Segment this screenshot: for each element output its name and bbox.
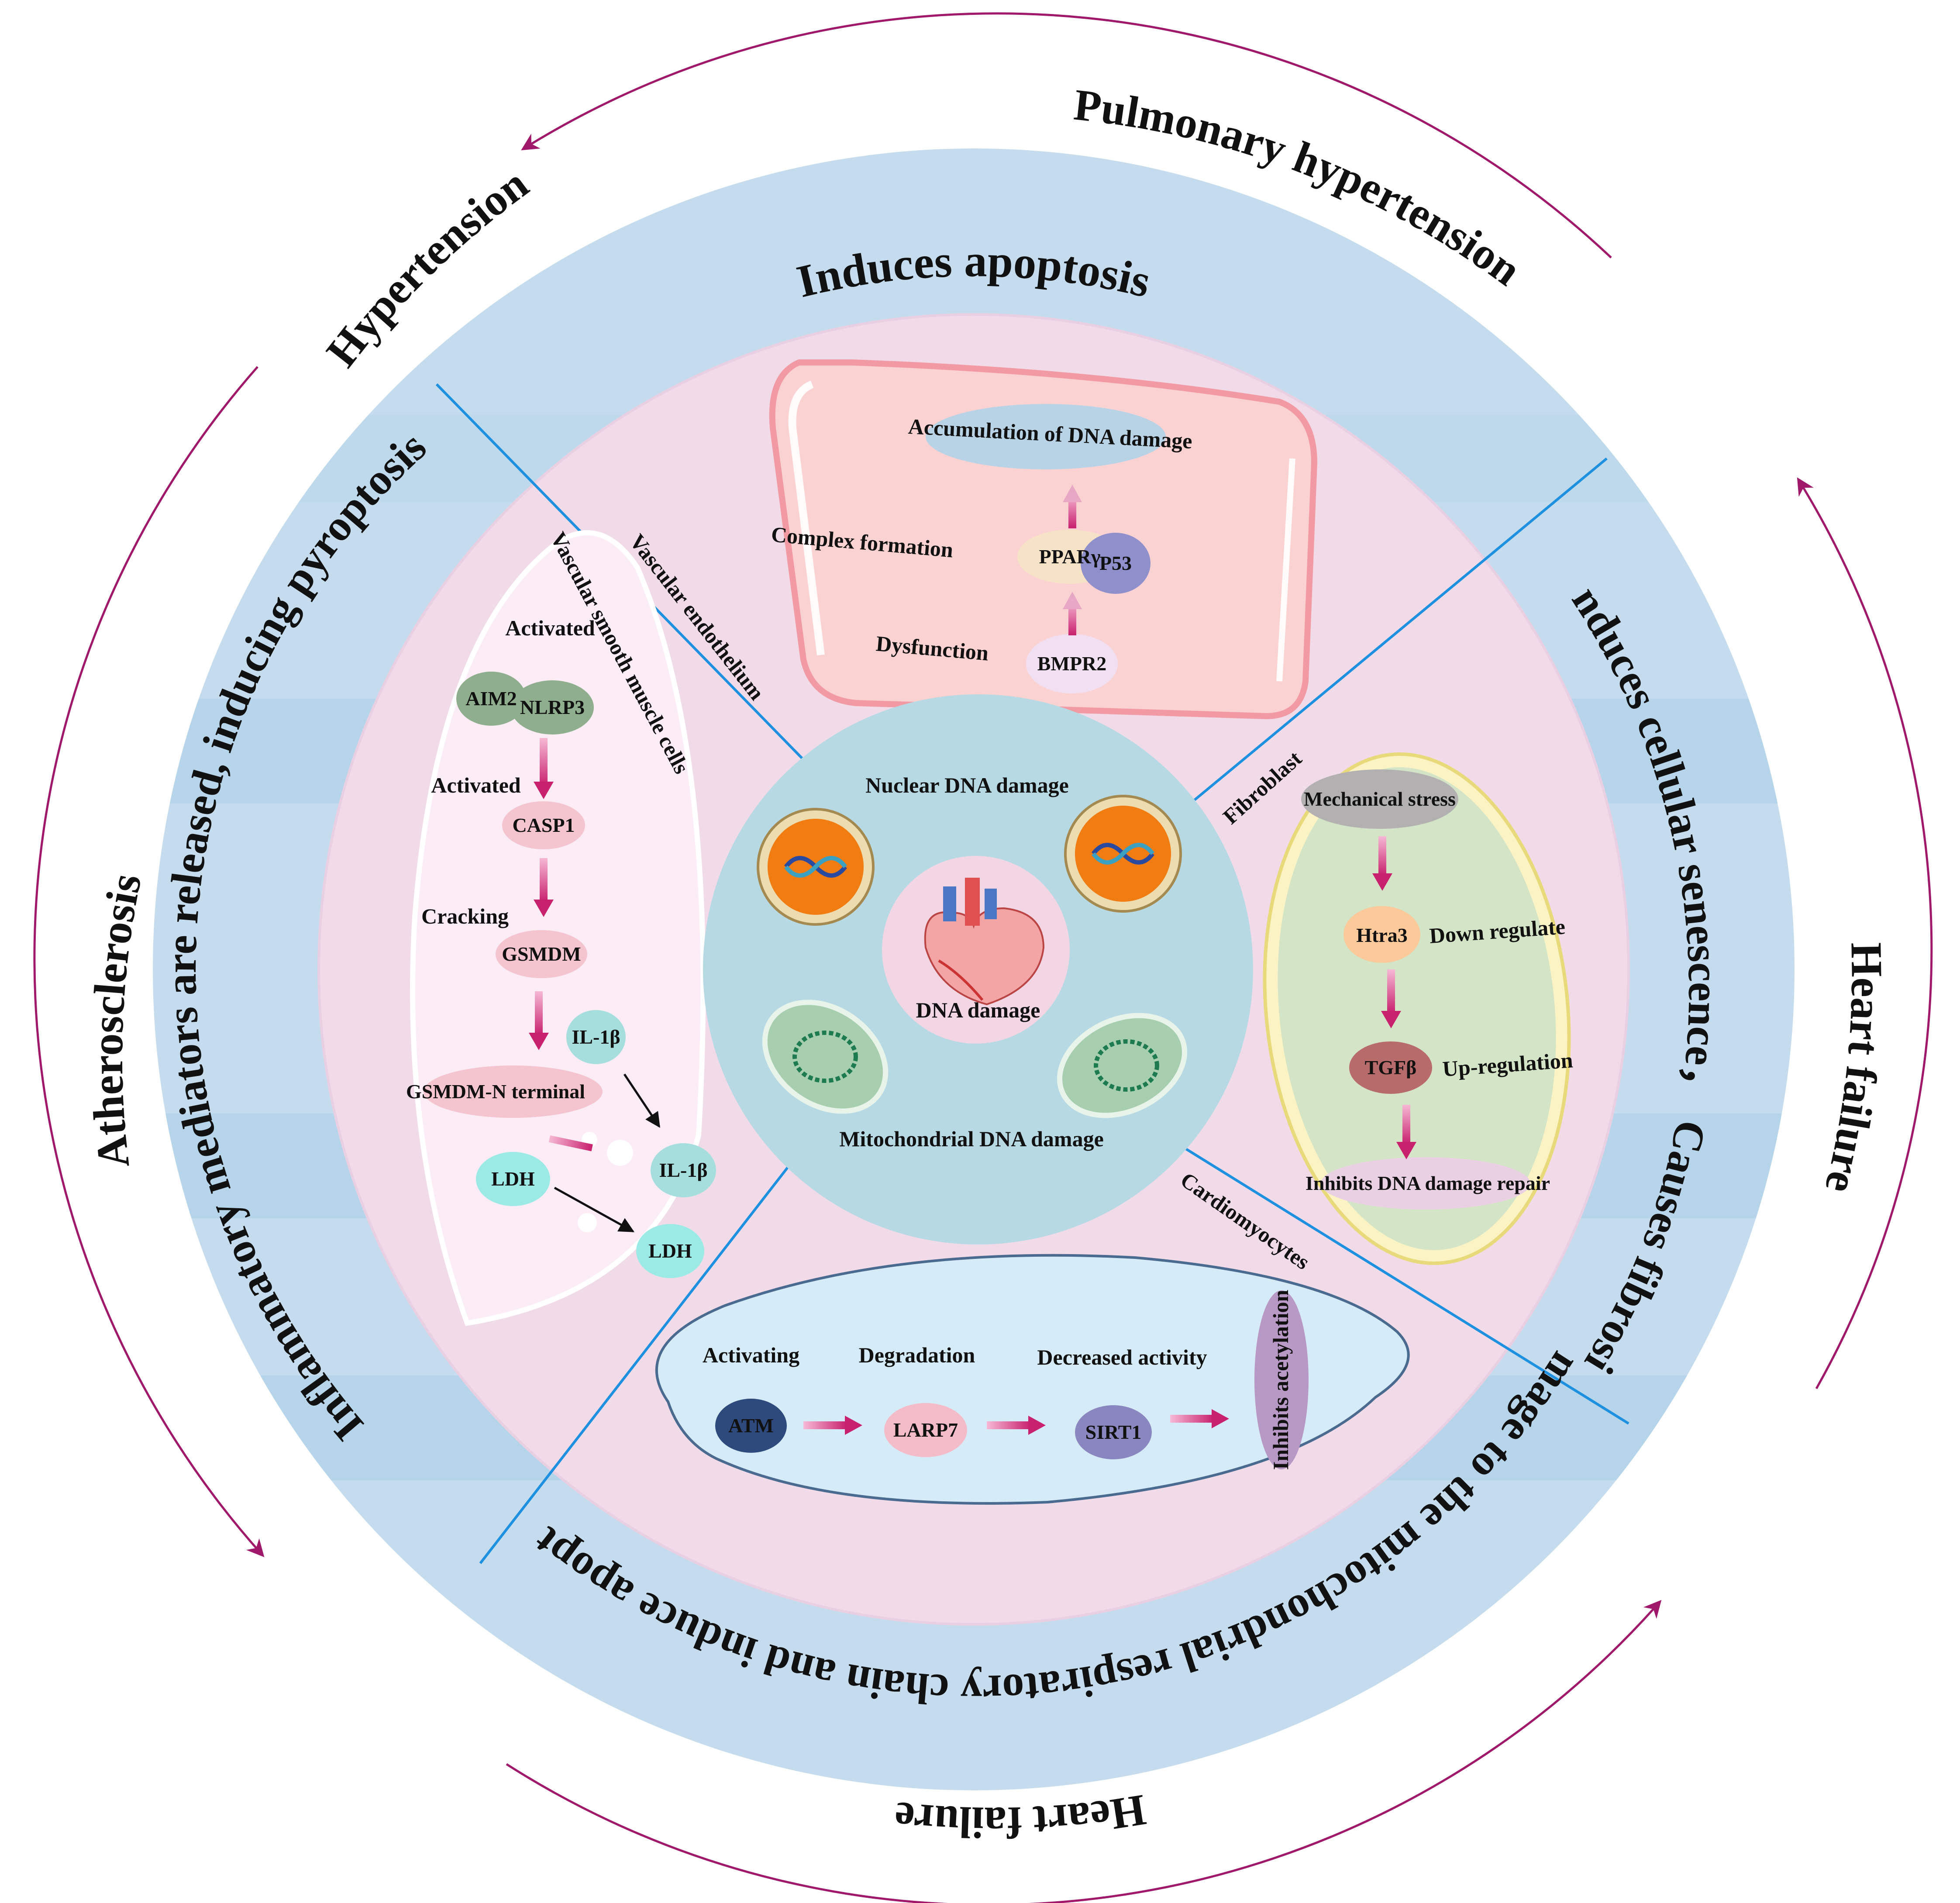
arrow-ldh-release — [554, 1186, 635, 1233]
divider-bottom-right — [1156, 1130, 1629, 1425]
inhibit-repair-node — [1321, 1157, 1530, 1210]
aim2-node — [456, 672, 526, 726]
arrow-arc-right — [1797, 477, 1933, 1389]
outer-label-atherosclerosis: Atherosclerosis — [83, 869, 151, 1170]
mitochondrial-dna-damage-label: Mitochondrial DNA damage — [839, 1127, 1104, 1151]
nucleus-icon-right — [1064, 795, 1182, 913]
fibroblast-panel: Mechanical stress Htra3 Down regulate TG… — [1263, 752, 1574, 1265]
acetylation-label: Inhibits acetylation — [1268, 1290, 1293, 1470]
gsmdm-node — [496, 930, 587, 978]
larp7-label: LARP7 — [893, 1419, 958, 1441]
vsmc-panel: Activated AIM2 NLRP3 Activated CASP1 Cra… — [406, 530, 716, 1326]
arrow-atm-larp7 — [803, 1421, 847, 1429]
casp1-label: CASP1 — [512, 814, 575, 836]
atm-label: ATM — [728, 1414, 774, 1437]
ldh-out-label: LDH — [648, 1240, 692, 1262]
endothelium-panel: Accumulation of DNA damage Complex forma… — [769, 359, 1318, 720]
tgfb-label: TGFβ — [1365, 1056, 1417, 1079]
gsmdm-label: GSMDM — [502, 943, 581, 965]
il1b-out-node — [651, 1143, 716, 1197]
arrow-il1b-release — [623, 1073, 661, 1128]
arrow-tgfb-inhibit — [1402, 1105, 1410, 1144]
arrow-pore — [548, 1135, 593, 1151]
aim2-label: AIM2 — [465, 687, 517, 710]
arrow-htra3-tgfb — [1387, 969, 1395, 1013]
bmpr2-node — [1026, 634, 1118, 693]
larp7-node — [884, 1403, 967, 1457]
inhibit-repair-label: Inhibits DNA damage repair — [1306, 1172, 1550, 1194]
acetylation-node — [1254, 1290, 1309, 1469]
arrow-arc-left — [33, 366, 265, 1557]
il1b-inner-node — [566, 1010, 626, 1064]
il1b-inner-label: IL-1β — [572, 1026, 620, 1048]
nlrp3-node — [511, 680, 594, 734]
activated1-label: Activated — [505, 616, 595, 640]
divider-top-right — [1174, 457, 1608, 818]
decreased-activity-label: Decreased activity — [1037, 1345, 1207, 1369]
center-dna-damage: Nuclear DNA damage Mitochondrial DNA dam… — [703, 694, 1253, 1245]
tgfb-node — [1349, 1041, 1432, 1094]
ldh-inner-node — [476, 1152, 550, 1206]
outer-label-heart-failure-right: Heart failure — [1815, 942, 1891, 1197]
arrow-gsmdm-terminal — [535, 991, 543, 1035]
arrow-larp7-sirt1 — [987, 1421, 1030, 1429]
arrow-nlrp3-casp1 — [540, 738, 548, 786]
atm-node — [715, 1399, 787, 1453]
nlrp3-label: NLRP3 — [520, 696, 585, 718]
gsmdm-n-label: GSMDM-N terminal — [406, 1080, 585, 1103]
degradation-label: Degradation — [859, 1343, 975, 1367]
p53-node — [1081, 533, 1151, 594]
ldh-out-node — [636, 1224, 704, 1278]
sirt1-node — [1075, 1405, 1152, 1459]
arrow-arc-top — [521, 12, 1612, 259]
arrow-sirt1-acetyl — [1170, 1415, 1214, 1423]
htra3-label: Htra3 — [1356, 924, 1408, 946]
htra3-node — [1343, 906, 1420, 963]
casp1-node — [502, 801, 585, 849]
nucleus-icon-left — [757, 808, 875, 926]
pparg-label: PPARγ — [1039, 545, 1101, 568]
ldh-inner-label: LDH — [491, 1168, 535, 1190]
mechanical-stress-label: Mechanical stress — [1304, 788, 1456, 810]
dna-damage-accumulation-ellipse — [926, 404, 1166, 469]
activating-label: Activating — [703, 1343, 799, 1367]
mitochondrion-icon-left — [762, 1000, 889, 1114]
il1b-out-label: IL-1β — [659, 1159, 707, 1181]
arrow-casp1-gsmdm — [540, 858, 548, 902]
activated2-label: Activated — [431, 773, 521, 797]
arrow-arc-bottom — [506, 1600, 1662, 1903]
bmpr2-label: BMPR2 — [1037, 652, 1106, 675]
arrow-stress-htra3 — [1378, 836, 1386, 876]
cracking-label: Cracking — [421, 904, 509, 928]
nuclear-dna-damage-label: Nuclear DNA damage — [865, 773, 1069, 797]
heart-icon — [924, 878, 1045, 1006]
p53-label: P53 — [1099, 552, 1132, 574]
gsmdm-n-node — [424, 1065, 603, 1118]
mitochondrion-icon-right — [1057, 1013, 1188, 1118]
sirt1-label: SIRT1 — [1085, 1421, 1142, 1443]
core-dna-damage-label: DNA damage — [916, 998, 1040, 1022]
mechanical-stress-node — [1301, 769, 1458, 829]
divider-bottom-left — [479, 1152, 800, 1564]
cardiomyocyte-panel: Activating Degradation Decreased activit… — [655, 1254, 1410, 1505]
outer-label-heart-failure-bottom: Heart failure — [892, 1785, 1149, 1847]
